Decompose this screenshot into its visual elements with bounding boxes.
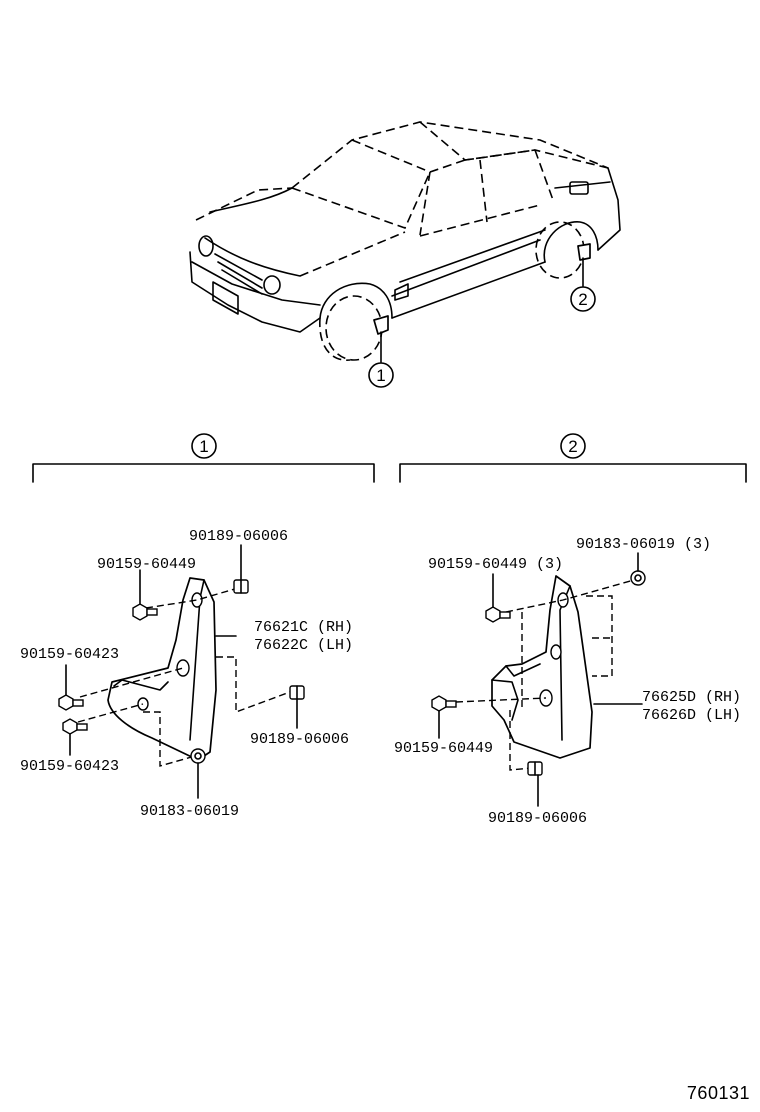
svg-text:1: 1 xyxy=(376,366,385,385)
svg-text:1: 1 xyxy=(199,437,208,456)
screw-90159-60423-low-icon xyxy=(62,718,88,735)
screw-90159-60449-icon xyxy=(132,603,158,621)
label-screw-low: 90159-60449 xyxy=(394,740,493,757)
screw-90159-60449-top-icon xyxy=(485,606,511,623)
section-1-bracket xyxy=(32,463,375,483)
label-flap-rh: 76621C (RH) xyxy=(254,619,353,636)
section-2-header: 2 xyxy=(399,433,747,483)
front-mudguard-flap xyxy=(107,577,217,761)
label-clip-bottom: 90183-06019 xyxy=(140,803,239,820)
rear-mudguard-marker xyxy=(577,243,591,261)
car-illustration xyxy=(189,121,621,363)
section-1-header: 1 xyxy=(32,433,375,483)
label-screw-top: 90159-60449 xyxy=(97,556,196,573)
callout-2: 2 xyxy=(570,286,596,312)
label-screw-low: 90159-60423 xyxy=(20,758,119,775)
section-1-parts: 90189-06006 90159-60449 76621C (RH) 7662… xyxy=(20,528,353,820)
screw-90159-60423-mid-icon xyxy=(58,694,84,711)
svg-text:2: 2 xyxy=(568,437,577,456)
label-screw-mid: 90159-60423 xyxy=(20,646,119,663)
clip-90183-06019-icon xyxy=(190,748,206,764)
nut-90189-06006-top-icon xyxy=(233,579,249,594)
label-nut-bottom: 90189-06006 xyxy=(488,810,587,827)
callout-1: 1 xyxy=(368,362,394,388)
section-2-bracket xyxy=(399,463,747,483)
label-flap-lh: 76622C (LH) xyxy=(254,637,353,654)
figure-code: 760131 xyxy=(687,1083,750,1103)
svg-text:2: 2 xyxy=(578,290,587,309)
rear-mudguard-flap xyxy=(491,575,593,759)
label-screw-top: 90159-60449 (3) xyxy=(428,556,563,573)
nut-90189-06006-bottom-icon xyxy=(527,761,543,776)
front-mudguard-marker xyxy=(373,315,389,335)
label-nut-top: 90189-06006 xyxy=(189,528,288,545)
label-clip-top: 90183-06019 (3) xyxy=(576,536,711,553)
clip-90183-06019-icon xyxy=(630,570,646,586)
nut-90189-06006-right-icon xyxy=(289,685,305,700)
label-nut-right: 90189-06006 xyxy=(250,731,349,748)
screw-90159-60449-low-icon xyxy=(431,695,457,712)
label-flap-lh: 76626D (LH) xyxy=(642,707,741,724)
label-flap-rh: 76625D (RH) xyxy=(642,689,741,706)
section-2-parts: 90183-06019 (3) 90159-60449 (3) 76625D (… xyxy=(394,536,741,827)
